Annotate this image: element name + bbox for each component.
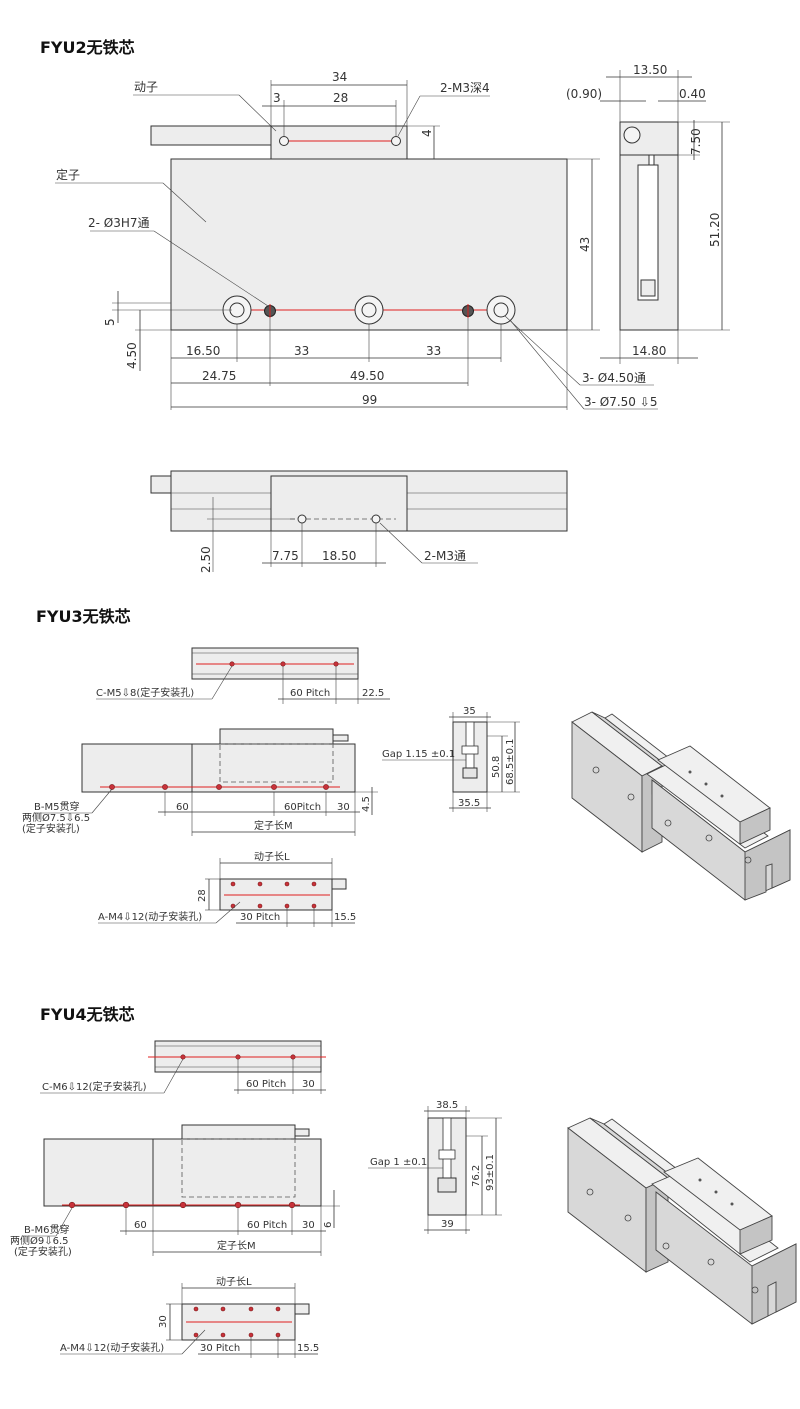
fyu2-dim-43: 43 <box>578 237 592 252</box>
fyu3-side-35: 35 <box>463 706 476 717</box>
fyu3-side-355: 35.5 <box>458 798 480 809</box>
fyu2-m3-depth: 2-M3深4 <box>440 81 490 95</box>
fyu4-front-view <box>22 1124 340 1256</box>
fyu3-side-view <box>382 712 520 812</box>
fyu2-cb750: 3- Ø7.50 ⇩5 <box>584 395 657 409</box>
fyu3-top-end: 22.5 <box>362 688 384 699</box>
fyu2-dim-33a: 33 <box>294 344 309 358</box>
fyu4-front-m: 定子长M <box>217 1239 256 1252</box>
fyu3-a-label: A-M4⇩12(动子安装孔) <box>98 910 202 923</box>
fyu2-side-040: 0.40 <box>679 87 706 101</box>
fyu4-top-view <box>40 1040 326 1094</box>
fyu4-side-762: 76.2 <box>471 1165 482 1187</box>
fyu2-mover-label: 动子 <box>134 80 158 94</box>
fyu2-bot-1850: 18.50 <box>322 549 356 563</box>
fyu2-front-view <box>55 80 658 410</box>
fyu3-front-45: 4.5 <box>361 796 372 812</box>
fyu2-dim-28: 28 <box>333 91 348 105</box>
fyu4-gap: Gap 1 ±0.1 <box>370 1157 427 1168</box>
fyu2-dim-33b: 33 <box>426 344 441 358</box>
fyu2-dim-1650: 16.50 <box>186 344 220 358</box>
fyu3-isometric-view <box>571 711 791 901</box>
fyu3-mover-l: 动子长L <box>254 851 290 863</box>
fyu4-a-label: A-M4⇩12(动子安装孔) <box>60 1341 164 1354</box>
fyu2-dim-2475: 24.75 <box>202 369 236 383</box>
fyu2-dim-99: 99 <box>362 393 377 407</box>
fyu2-side-1480: 14.80 <box>632 344 666 358</box>
fyu2-hole450: 3- Ø4.50通 <box>582 371 646 385</box>
fyu2-stator-label: 定子 <box>56 167 80 182</box>
fyu2-dim-4950: 49.50 <box>350 369 384 383</box>
fyu4-isometric-view <box>567 1117 797 1325</box>
fyu3-front-view <box>34 728 378 836</box>
fyu4-top-30: 30 <box>302 1079 315 1090</box>
fyu2-side-5120: 51.20 <box>708 213 722 247</box>
fyu3-b3: (定子安装孔) <box>22 822 80 835</box>
fyu3-mover-end: 15.5 <box>334 912 356 923</box>
fyu4-mover-end: 15.5 <box>297 1343 319 1354</box>
fyu3-front-60: 60 <box>176 802 189 813</box>
fyu4-side-93: 93±0.1 <box>485 1154 496 1191</box>
fyu2-h7-label: 2- Ø3H7通 <box>88 216 150 230</box>
fyu4-b3: (定子安装孔) <box>14 1245 72 1258</box>
fyu4-mover-view <box>60 1283 318 1358</box>
fyu4-mover-pitch: 30 Pitch <box>200 1343 240 1354</box>
fyu4-side-view <box>368 1106 502 1234</box>
fyu3-front-pitch: 60Pitch <box>284 802 321 813</box>
fyu4-front-30: 30 <box>302 1220 315 1231</box>
fyu2-dim-34: 34 <box>332 70 347 84</box>
fyu3-mover-view <box>98 858 355 927</box>
fyu4-b1: B-M6贯穿 <box>24 1223 69 1236</box>
fyu2-bot-m3: 2-M3通 <box>424 549 466 563</box>
fyu4-front-6: 6 <box>323 1222 334 1228</box>
fyu2-dim-4: 4 <box>420 129 434 137</box>
fyu2-dim-450: 4.50 <box>125 342 139 369</box>
fyu4-mover-l: 动子长L <box>216 1276 252 1288</box>
fyu3-side-508: 50.8 <box>491 756 502 778</box>
fyu4-b2: 两侧Ø9⇩6.5 <box>10 1234 69 1247</box>
fyu3-mover-pitch: 30 Pitch <box>240 912 280 923</box>
fyu2-side-090: (0.90) <box>566 87 602 101</box>
fyu3-top-pitch: 60 Pitch <box>290 688 330 699</box>
fyu4-title: FYU4无铁芯 <box>40 1005 135 1024</box>
fyu4-side-39: 39 <box>441 1219 454 1230</box>
fyu2-bot-775: 7.75 <box>272 549 299 563</box>
fyu3-top-view <box>96 647 390 704</box>
fyu4-top-pitch: 60 Pitch <box>246 1079 286 1090</box>
fyu3-c-label: C-M5⇩8(定子安装孔) <box>96 686 194 699</box>
fyu4-mover-30: 30 <box>158 1315 169 1328</box>
fyu2-side-1350: 13.50 <box>633 63 667 77</box>
fyu2-title: FYU2无铁芯 <box>40 38 135 57</box>
fyu2-plan-view <box>150 470 568 572</box>
fyu2-side-view <box>600 70 730 364</box>
fyu2-dim-5: 5 <box>103 318 117 326</box>
fyu3-side-685: 68.5±0.1 <box>505 738 516 785</box>
fyu3-b1: B-M5贯穿 <box>34 800 79 813</box>
fyu4-front-pitch: 60 Pitch <box>247 1220 287 1231</box>
fyu3-mover-28: 28 <box>197 889 208 902</box>
fyu4-c-label: C-M6⇩12(定子安装孔) <box>42 1080 147 1093</box>
fyu2-bot-250: 2.50 <box>199 546 213 573</box>
fyu3-gap: Gap 1.15 ±0.1 <box>382 749 455 760</box>
fyu2-dim-3: 3 <box>273 91 281 105</box>
fyu2-side-750: 7.50 <box>689 128 703 155</box>
fyu3-front-m: 定子长M <box>254 819 293 832</box>
fyu4-side-385: 38.5 <box>436 1100 458 1111</box>
fyu3-front-30: 30 <box>337 802 350 813</box>
fyu3-title: FYU3无铁芯 <box>36 607 131 626</box>
fyu3-b2: 两侧Ø7.5⇩6.5 <box>22 811 90 824</box>
fyu4-front-60: 60 <box>134 1220 147 1231</box>
